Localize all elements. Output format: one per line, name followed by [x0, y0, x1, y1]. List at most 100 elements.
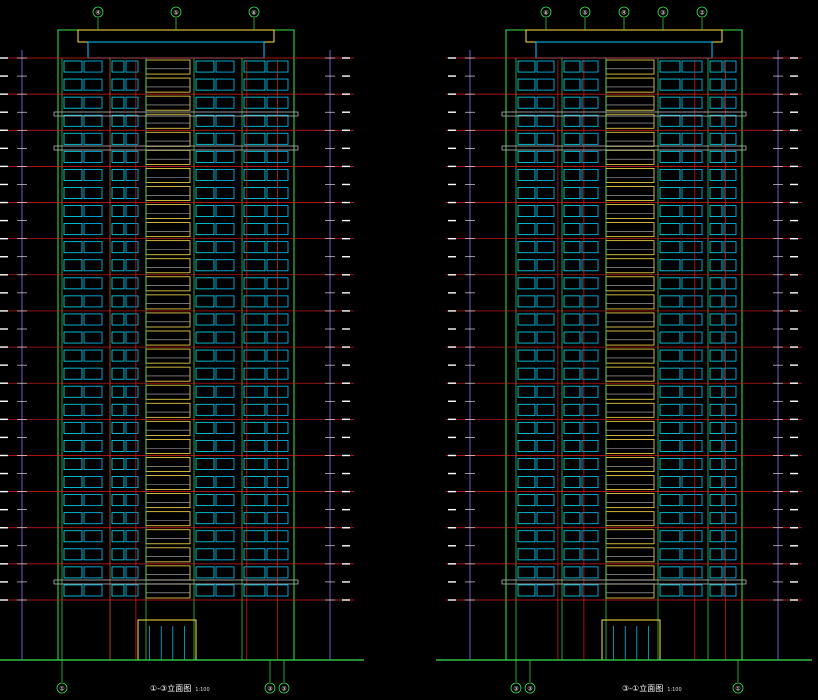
left-elevation-window-8-4a: [243, 205, 266, 218]
left-elevation-window-2-3b: [215, 96, 235, 109]
left-elevation-window-26-1a: [111, 530, 125, 543]
left-elevation-window-23-3a: [195, 476, 215, 488]
left-elevation-window-8-0a: [63, 205, 83, 218]
right-elevation-window-26-1b: [581, 530, 599, 543]
right-elevation-window-12-0b: [536, 277, 555, 290]
left-elevation-window-14-3b: [215, 313, 235, 326]
right-elevation-window-13-0a: [517, 295, 536, 308]
right-elevation-balcony-26-2: [605, 529, 655, 545]
left-elevation-window-14-0b: [83, 313, 103, 326]
left-elevation-window-3-1b: [125, 114, 139, 127]
right-elevation-window-10-3b: [681, 241, 703, 254]
right-elevation-window-22-3b: [681, 458, 703, 470]
left-elevation-balcony-21-2: [145, 438, 191, 454]
right-elevation-window-20-1a: [563, 421, 581, 434]
left-elevation-window-12-0b: [83, 277, 103, 290]
left-elevation-window-6-1b: [125, 168, 139, 181]
right-elevation-window-20-4b: [723, 421, 737, 434]
left-elevation-window-23-1a: [111, 476, 125, 488]
right-elevation-window-13-4b: [723, 295, 737, 308]
right-elevation-window-21-4a: [709, 439, 723, 452]
left-elevation-window-5-3b: [215, 150, 235, 163]
left-elevation-window-12-1b: [125, 277, 139, 290]
right-elevation-window-14-1a: [563, 313, 581, 326]
left-elevation-window-13-3a: [195, 295, 215, 308]
right-elevation-window-15-0a: [517, 331, 536, 344]
right-elevation-window-7-4a: [709, 187, 723, 199]
left-elevation-window-5-4a: [243, 150, 266, 163]
left-elevation-window-14-1b: [125, 313, 139, 326]
left-elevation-window-28-3a: [195, 566, 215, 579]
left-elevation-window-16-4a: [243, 349, 266, 362]
left-elevation-window-21-1b: [125, 439, 139, 452]
left-elevation-window-17-1b: [125, 367, 139, 380]
right-elevation-top-axis-label-3: ③: [660, 10, 665, 17]
right-elevation-top-axis-label-0: ⑥: [543, 10, 548, 17]
left-elevation-top-axis-label-2: ⑥: [251, 10, 256, 17]
left-elevation-window-4-3b: [215, 132, 235, 145]
left-elevation-window-16-1b: [125, 349, 139, 362]
right-elevation-top-axis-bubble-0: [540, 6, 552, 18]
left-elevation-window-15-1a: [111, 331, 125, 344]
right-elevation-window-28-4b: [723, 566, 737, 579]
right-elevation-window-23-0b: [536, 476, 555, 488]
left-elevation-balcony-2-2: [145, 95, 191, 111]
right-elevation-window-28-1b: [581, 566, 599, 579]
left-elevation-window-20-4a: [243, 421, 266, 434]
left-elevation-window-23-1b: [125, 476, 139, 488]
right-elevation-window-8-0a: [517, 205, 536, 218]
right-elevation-window-15-3b: [681, 331, 703, 344]
right-elevation-window-4-0a: [517, 132, 536, 145]
right-elevation-window-29-4a: [709, 584, 723, 597]
right-elevation-window-0-3a: [659, 60, 681, 73]
left-elevation-window-11-4a: [243, 259, 266, 272]
right-elevation-window-5-4b: [723, 150, 737, 163]
left-elevation-window-11-0a: [63, 259, 83, 272]
left-elevation-window-5-1b: [125, 150, 139, 163]
right-elevation-window-14-3a: [659, 313, 681, 326]
left-elevation-window-14-1a: [111, 313, 125, 326]
right-elevation-window-8-4b: [723, 205, 737, 218]
right-elevation-window-12-1a: [563, 277, 581, 290]
right-elevation-window-2-4b: [723, 96, 737, 109]
right-elevation-window-28-1a: [563, 566, 581, 579]
left-elevation-window-27-3a: [195, 548, 215, 561]
left-elevation-window-25-4a: [243, 512, 266, 525]
left-elevation-window-15-4a: [243, 331, 266, 344]
right-elevation-balcony-4-2: [605, 131, 655, 147]
left-elevation-window-9-4a: [243, 223, 266, 236]
left-elevation-window-26-0b: [83, 530, 103, 543]
right-elevation-window-19-4a: [709, 403, 723, 416]
right-elevation-window-4-3a: [659, 132, 681, 145]
right-elevation-window-26-3b: [681, 530, 703, 543]
right-elevation-window-25-4a: [709, 512, 723, 525]
left-elevation-balcony-16-2: [145, 348, 191, 364]
left-elevation-window-28-1b: [125, 566, 139, 579]
right-elevation-window-25-0b: [536, 512, 555, 525]
left-elevation-window-18-0a: [63, 385, 83, 398]
right-elevation-window-16-4a: [709, 349, 723, 362]
right-elevation-window-18-0b: [536, 385, 555, 398]
right-elevation-window-4-1a: [563, 132, 581, 145]
right-elevation-window-8-3a: [659, 205, 681, 218]
right-elevation-roof-band: [535, 41, 713, 59]
right-elevation-window-9-4a: [709, 223, 723, 236]
right-elevation-window-19-0b: [536, 403, 555, 416]
left-elevation-window-29-3b: [215, 584, 235, 597]
left-elevation-window-22-4a: [243, 458, 266, 470]
left-elevation-window-25-1a: [111, 512, 125, 525]
left-elevation-balcony-19-2: [145, 402, 191, 418]
left-elevation-window-23-4a: [243, 476, 266, 488]
left-elevation-window-3-3a: [195, 114, 215, 127]
left-elevation-window-13-1b: [125, 295, 139, 308]
left-elevation-parapet: [77, 29, 275, 43]
right-elevation-window-20-0a: [517, 421, 536, 434]
right-elevation-window-5-0b: [536, 150, 555, 163]
right-elevation-window-1-0a: [517, 78, 536, 91]
left-elevation-window-26-4a: [243, 530, 266, 543]
right-elevation-window-11-1a: [563, 259, 581, 272]
right-elevation-window-15-4a: [709, 331, 723, 344]
left-elevation-window-9-1a: [111, 223, 125, 236]
right-elevation-window-9-3b: [681, 223, 703, 236]
